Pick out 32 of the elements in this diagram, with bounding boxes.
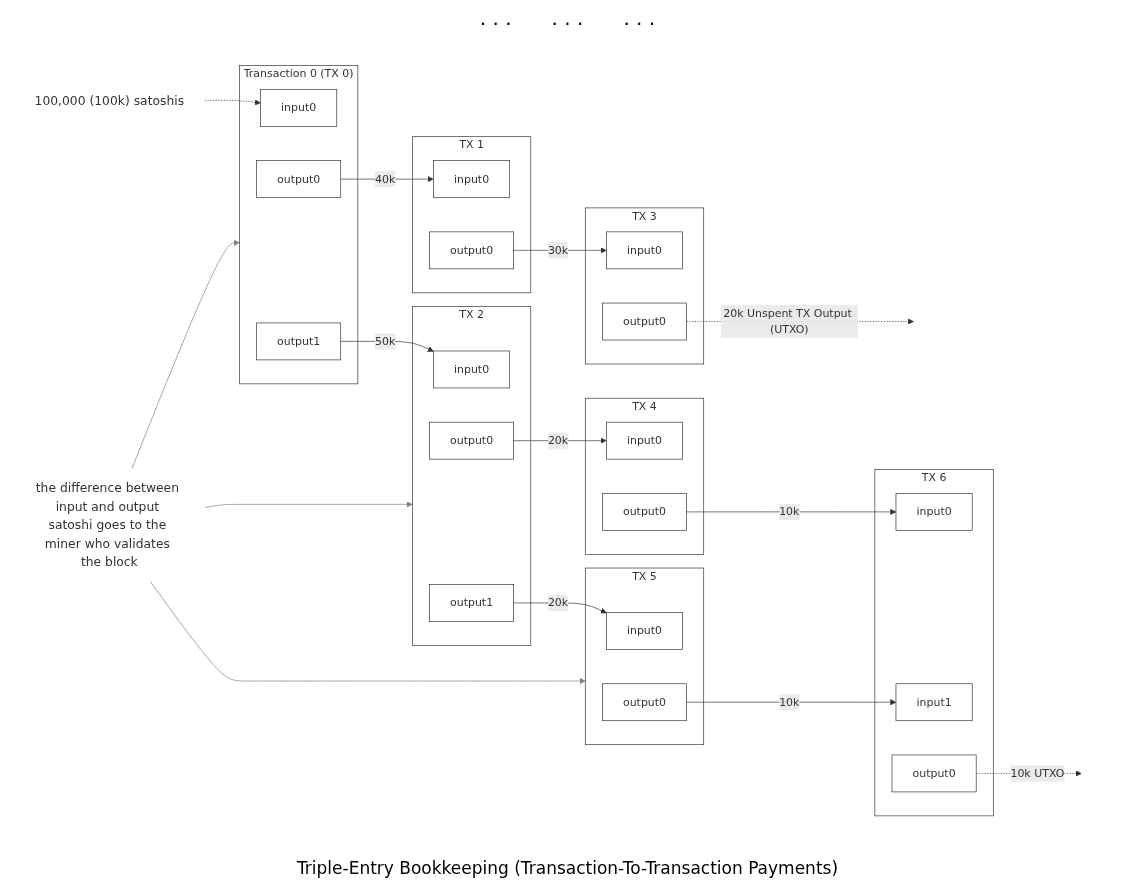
node-box: input0 <box>259 89 337 128</box>
node-box: output0 <box>891 754 976 793</box>
node-box: output0 <box>428 422 514 460</box>
edge-label: 30k <box>547 243 568 257</box>
node-box: output0 <box>601 493 687 531</box>
ellipsis-text: . . . <box>623 6 656 30</box>
node-box: output1 <box>255 322 341 361</box>
node-box: input0 <box>432 350 510 389</box>
node-box: output1 <box>428 584 514 623</box>
node-box: input1 <box>895 683 973 722</box>
caption: Triple-Entry Bookkeeping (Transaction-To-Transaction Payments) <box>296 858 839 878</box>
edge-label: 20k Unspent TX Output (UTXO) <box>722 306 852 337</box>
edge-label: 50k <box>374 334 395 348</box>
edge-label: 40k <box>374 172 395 186</box>
node-box: input0 <box>895 493 973 531</box>
edge-label: 10k <box>778 505 799 519</box>
node-box: input0 <box>605 231 683 270</box>
node-box: input0 <box>605 422 683 460</box>
edge-label: 10k <box>778 695 799 709</box>
node-box: output0 <box>255 160 341 199</box>
node-box: input0 <box>432 160 510 199</box>
node-box: output0 <box>601 303 687 341</box>
node-box: output0 <box>428 231 514 270</box>
edge-label: 20k <box>547 434 568 448</box>
ellipsis-text: . . . <box>551 6 584 30</box>
ellipsis-text: . . . <box>479 6 512 30</box>
edge-label: 20k <box>547 596 568 610</box>
node-box: output0 <box>601 683 687 722</box>
node-box: input0 <box>605 612 683 651</box>
node-text: the difference between input and output satoshi goes to the miner who validates the block <box>35 481 179 570</box>
node-text: 100,000 (100k) satoshis <box>34 93 184 108</box>
edge-label: 10k UTXO <box>1009 766 1064 780</box>
